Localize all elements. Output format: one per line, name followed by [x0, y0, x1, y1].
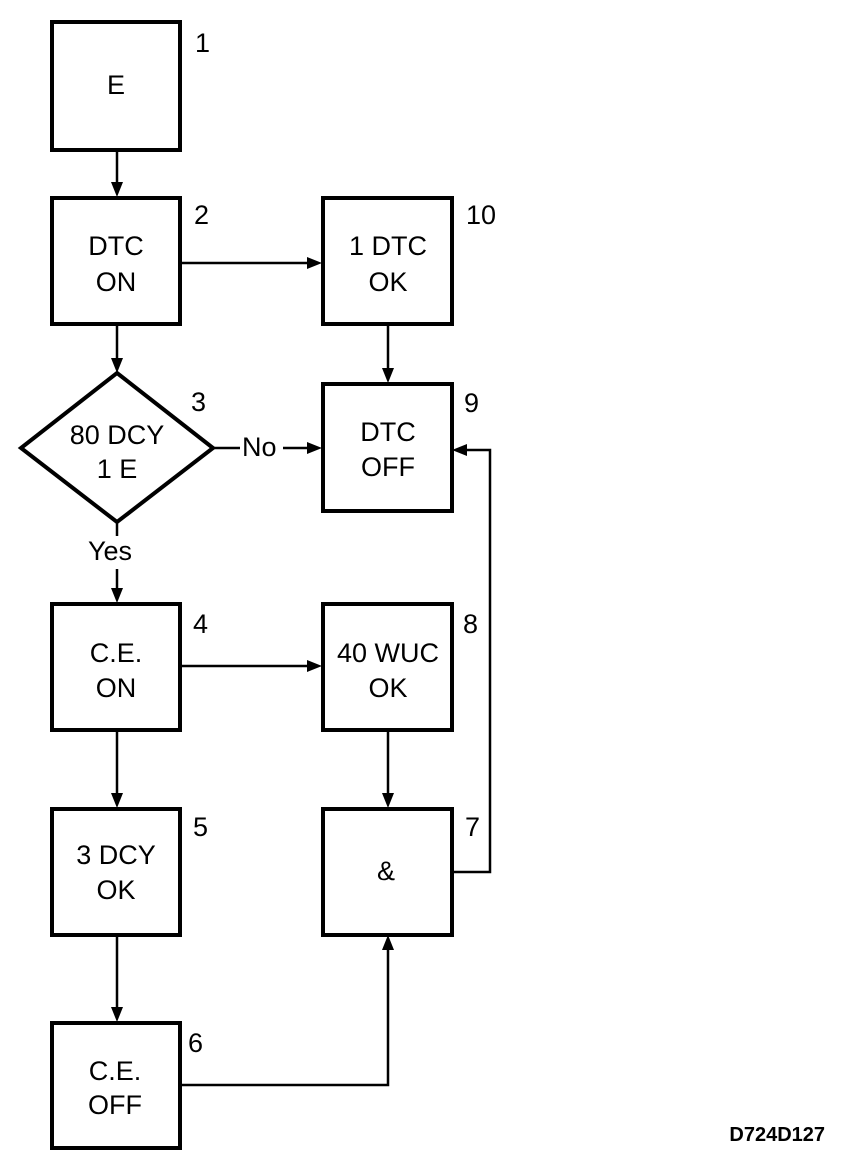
node-7: & 7: [321, 807, 480, 937]
node-5-line-2: OK: [96, 875, 135, 905]
node-5-number: 5: [193, 812, 208, 842]
node-4-number: 4: [193, 609, 208, 639]
node-6: C.E. OFF 6: [50, 1021, 203, 1150]
node-6-line-2: OFF: [88, 1090, 142, 1120]
node-2: DTC ON 2: [50, 196, 209, 326]
node-7-number: 7: [465, 812, 480, 842]
node-4-box: [50, 602, 182, 732]
node-10-line-2: OK: [368, 267, 407, 297]
node-6-line-1: C.E.: [89, 1056, 142, 1086]
node-7-box: [321, 807, 454, 937]
figure-id: D724D127: [729, 1124, 825, 1146]
node-9-number: 9: [464, 388, 479, 418]
arrowhead: [382, 368, 394, 383]
arrowhead: [307, 660, 322, 672]
node-4-line-1: C.E.: [90, 638, 143, 668]
node-6-box: [50, 1021, 182, 1150]
node-9: DTC OFF 9: [321, 382, 479, 513]
node-1-box: [50, 20, 182, 152]
node-9-line-1: DTC: [360, 417, 416, 447]
arrowhead: [307, 257, 322, 269]
edge-7-to-9: [452, 448, 492, 874]
arrowhead: [111, 358, 123, 373]
arrowhead: [452, 444, 467, 456]
edge-6-to-7: [180, 948, 390, 1087]
node-1-number: 1: [195, 28, 210, 58]
node-3-line-1: 80 DCY: [70, 420, 165, 450]
arrowhead: [111, 793, 123, 808]
yes-label: Yes: [88, 536, 132, 566]
arrowhead: [111, 182, 123, 197]
node-8: 40 WUC OK 8: [321, 602, 478, 732]
node-2-line-2: ON: [96, 267, 137, 297]
node-5-line-1: 3 DCY: [76, 840, 156, 870]
node-8-line-1: 40 WUC: [337, 638, 439, 668]
arrowhead: [111, 1007, 123, 1022]
node-9-line-2: OFF: [361, 452, 415, 482]
arrowhead: [382, 935, 394, 950]
node-3-diamond: [17, 370, 217, 525]
node-8-line-2: OK: [368, 673, 407, 703]
node-4: C.E. ON 4: [50, 602, 208, 732]
node-5: 3 DCY OK 5: [50, 807, 208, 937]
node-1-line-1: E: [107, 70, 125, 100]
node-6-number: 6: [188, 1028, 203, 1058]
node-1: E 1: [50, 20, 210, 152]
no-label: No: [242, 432, 277, 462]
node-2-line-1: DTC: [88, 231, 144, 261]
node-10-number: 10: [466, 200, 496, 230]
node-3-line-2: 1 E: [97, 454, 138, 484]
arrowhead: [382, 793, 394, 808]
node-2-number: 2: [194, 200, 209, 230]
node-10-box: [321, 196, 454, 326]
node-8-number: 8: [463, 609, 478, 639]
node-5-box: [50, 807, 182, 937]
arrowhead: [111, 588, 123, 603]
node-2-box: [50, 196, 182, 326]
node-9-box: [321, 382, 454, 513]
node-7-line-1: &: [377, 856, 395, 886]
node-10-line-1: 1 DTC: [349, 231, 427, 261]
node-8-box: [321, 602, 454, 732]
node-3: 80 DCY 1 E 3: [17, 370, 217, 525]
node-10: 1 DTC OK 10: [321, 196, 496, 326]
node-4-line-2: ON: [96, 673, 137, 703]
arrowhead: [307, 442, 322, 454]
node-3-number: 3: [191, 387, 206, 417]
